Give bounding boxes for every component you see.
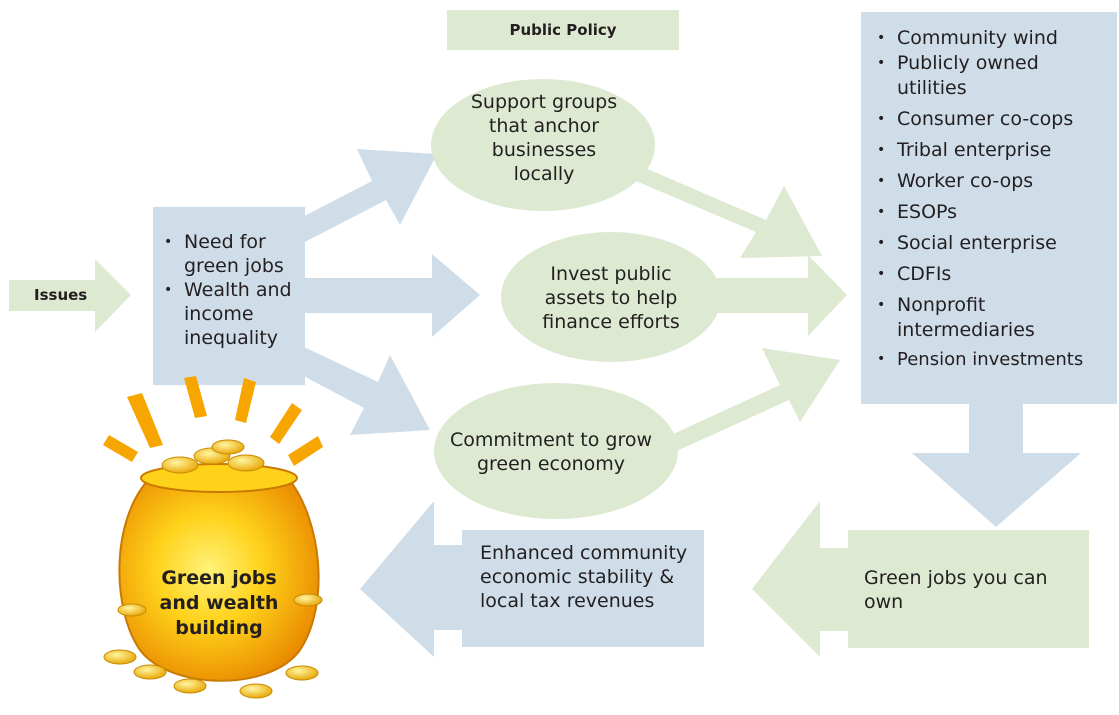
- enhanced-box: [462, 530, 704, 647]
- ownership-item: Worker co-ops: [871, 169, 1115, 194]
- ownership-item: ESOPs: [871, 200, 1115, 225]
- support-label: Support groups that anchor businesses lo…: [470, 91, 618, 185]
- public-policy-box: [447, 10, 679, 50]
- pot-label: Green jobs and wealth building: [159, 567, 279, 639]
- arrow-to-invest: [300, 254, 480, 337]
- ownership-item: Consumer co-cops: [871, 107, 1115, 132]
- support-ellipse: [431, 79, 655, 211]
- arrow-from-support: [603, 155, 822, 258]
- invest-ellipse: [501, 232, 721, 362]
- ownership-item: Publicly owned utilities: [871, 51, 1115, 101]
- needs-item: Wealth and income inequality: [158, 278, 304, 350]
- down-arrow: [912, 404, 1081, 527]
- needs-list: Need for green jobs Wealth and income in…: [158, 230, 304, 350]
- ownership-list: Community wind Publicly owned utilities …: [871, 26, 1115, 372]
- enhanced-label: Enhanced community economic stability & …: [480, 542, 688, 612]
- ownership-item: Tribal enterprise: [871, 138, 1115, 163]
- issues-label: Issues: [34, 286, 88, 304]
- enhanced-arrow: [360, 501, 462, 657]
- needs-item: Need for green jobs: [158, 230, 304, 278]
- issues-arrow: [9, 259, 131, 332]
- arrow-from-commit: [660, 348, 840, 455]
- ownership-item: Social enterprise: [871, 231, 1115, 256]
- ownership-item: CDFIs: [871, 262, 1115, 287]
- ownership-item: Community wind: [871, 26, 1115, 51]
- own-jobs-label: Green jobs you can own: [864, 567, 1048, 613]
- commit-ellipse: [434, 383, 678, 519]
- invest-label: Invest public assets to help finance eff…: [542, 263, 680, 333]
- ownership-item: Pension investments: [871, 347, 1115, 372]
- ownership-item: Nonprofit intermediaries: [871, 293, 1115, 343]
- own-jobs-box: [848, 530, 1089, 648]
- commit-label: Commitment to grow green economy: [449, 429, 653, 475]
- own-jobs-arrow: [752, 501, 848, 657]
- pot-of-gold-icon: [103, 376, 323, 699]
- arrow-from-invest: [690, 255, 847, 336]
- public-policy-label: Public Policy: [509, 21, 617, 39]
